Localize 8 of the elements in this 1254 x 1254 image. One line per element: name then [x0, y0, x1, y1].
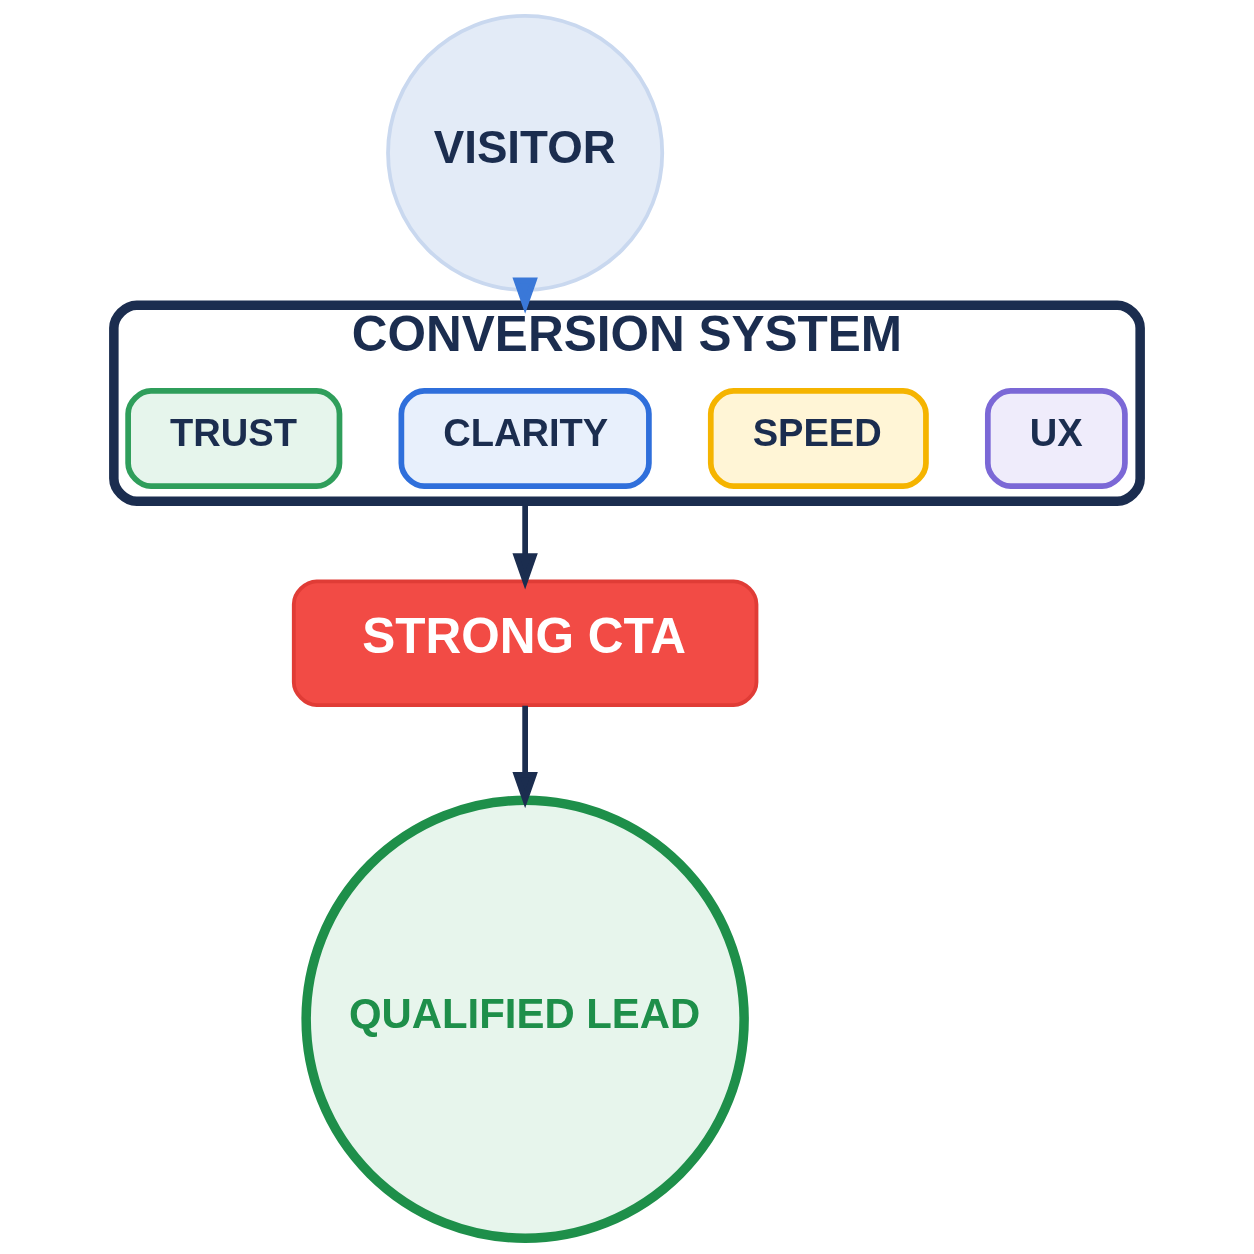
node-box: SPEED — [707, 388, 929, 489]
node-box: STRONG CTA — [291, 579, 759, 707]
node-box: TRUST — [125, 388, 343, 489]
node-box: UX — [984, 388, 1128, 489]
arrow — [512, 277, 538, 314]
node-box: CLARITY — [398, 388, 652, 489]
arrow — [512, 705, 538, 809]
node-circle: QUALIFIED LEAD — [301, 795, 749, 1243]
